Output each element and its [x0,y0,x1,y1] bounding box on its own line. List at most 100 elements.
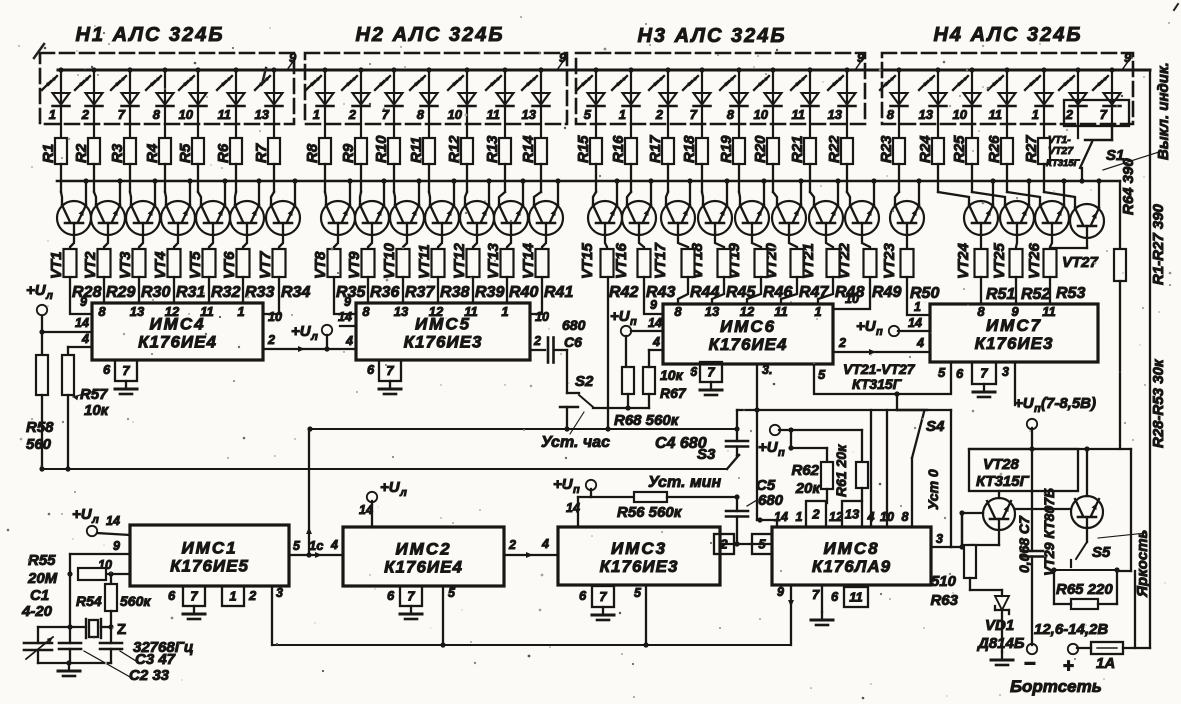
svg-text:9: 9 [559,50,567,65]
svg-text:Д814Б: Д814Б [976,635,1025,652]
svg-text:4: 4 [916,336,924,350]
svg-text:ИМС7: ИМС7 [986,316,1042,335]
svg-text:С2 33: С2 33 [129,667,170,684]
svg-text:1: 1 [313,107,320,122]
svg-text:+U: +U [291,323,312,340]
svg-text:5: 5 [758,537,766,552]
svg-text:13: 13 [845,507,860,522]
svg-text:К176ИЕ5: К176ИЕ5 [170,557,249,576]
svg-text:8: 8 [674,304,682,319]
svg-text:4: 4 [652,335,660,349]
svg-text:К176ИЕ3: К176ИЕ3 [600,557,679,576]
svg-text:12: 12 [429,304,444,319]
svg-text:10: 10 [535,310,549,324]
svg-text:14: 14 [908,316,922,330]
svg-text:+U: +U [380,479,401,496]
svg-text:К176ИЕ3: К176ИЕ3 [975,334,1054,353]
svg-text:9: 9 [80,295,87,309]
svg-text:4: 4 [867,510,875,524]
svg-text:R1: R1 [40,144,57,163]
svg-text:VD1: VD1 [985,617,1014,634]
svg-text:R6: R6 [215,143,232,163]
svg-text:R34: R34 [281,284,310,301]
svg-text:S3: S3 [697,446,716,463]
svg-text:R27: R27 [1023,135,1040,163]
svg-text:14: 14 [359,503,373,517]
svg-text:R37: R37 [405,284,435,301]
svg-text:VT4: VT4 [152,251,169,279]
svg-text:Выкл. индик.: Выкл. индик. [1155,62,1172,160]
svg-text:0,068 С7: 0,068 С7 [1016,515,1032,573]
svg-text:R30: R30 [141,284,170,301]
svg-text:7: 7 [386,363,394,378]
svg-text:R38: R38 [440,284,469,301]
svg-text:7: 7 [707,365,715,380]
svg-text:С5: С5 [756,477,776,494]
svg-text:VT28: VT28 [983,456,1020,473]
svg-text:С6: С6 [564,334,582,350]
svg-text:R22: R22 [826,135,843,163]
svg-text:R11: R11 [408,137,425,163]
svg-text:ИМС3: ИМС3 [611,539,667,558]
svg-text:R41: R41 [544,284,573,301]
svg-text:8: 8 [98,304,106,319]
svg-text:4: 4 [541,537,549,551]
svg-text:14: 14 [566,501,580,515]
svg-text:1А: 1А [1096,655,1115,672]
svg-text:VT12: VT12 [451,242,468,279]
svg-text:VT24: VT24 [955,242,972,279]
svg-text:10: 10 [880,510,894,524]
svg-text:680: 680 [758,492,784,509]
svg-text:VT10: VT10 [381,242,398,279]
svg-text:К176ЛА9: К176ЛА9 [812,557,891,576]
svg-text:14: 14 [106,514,120,528]
svg-text:ИМС2: ИМС2 [395,540,451,559]
svg-text:R31: R31 [176,284,205,301]
svg-text:R18: R18 [681,135,698,163]
svg-text:7: 7 [382,107,390,122]
svg-text:2: 2 [838,336,846,350]
svg-text:1: 1 [237,304,244,319]
svg-text:К176ИЕ4: К176ИЕ4 [384,558,463,577]
svg-text:+U: +U [553,476,574,493]
svg-text:11: 11 [200,304,214,319]
svg-text:VT11: VT11 [416,244,433,279]
svg-text:R35: R35 [336,284,366,301]
svg-text:1с: 1с [309,538,324,553]
svg-text:11: 11 [792,107,806,122]
svg-text:R57: R57 [80,386,108,403]
svg-text:+U: +U [856,318,877,335]
svg-text:1: 1 [49,107,56,122]
svg-text:9: 9 [113,539,120,553]
svg-text:VT2: VT2 [82,251,99,279]
svg-text:10: 10 [268,310,282,324]
svg-text:л: л [45,290,53,302]
svg-text:4: 4 [330,538,338,552]
svg-text:VT8: VT8 [312,251,329,279]
svg-text:3: 3 [276,586,283,600]
svg-text:3.: 3. [762,363,772,377]
svg-text:+U: +U [72,506,93,523]
svg-text:Уст. час: Уст. час [541,434,610,451]
svg-text:10: 10 [754,107,769,122]
svg-text:5: 5 [634,586,642,600]
svg-text:1: 1 [229,589,236,604]
svg-text:VT9: VT9 [346,251,363,279]
svg-text:13: 13 [394,304,409,319]
svg-text:R24: R24 [917,135,934,163]
svg-text:20к: 20к [795,480,822,497]
svg-text:6: 6 [831,589,839,604]
svg-text:VT27: VT27 [1048,145,1074,157]
svg-text:ИМС6: ИМС6 [720,317,776,336]
svg-text:11: 11 [774,304,788,319]
svg-text:S1: S1 [1106,147,1124,164]
svg-text:9: 9 [289,50,297,65]
svg-text:5: 5 [448,586,456,600]
svg-text:R29: R29 [106,284,135,301]
svg-text:3: 3 [936,532,943,546]
svg-text:R51: R51 [986,286,1015,303]
svg-text:R68 560к: R68 560к [614,412,680,429]
svg-text:R21: R21 [789,135,806,163]
svg-text:R52: R52 [1021,286,1050,303]
svg-text:13: 13 [255,107,270,122]
